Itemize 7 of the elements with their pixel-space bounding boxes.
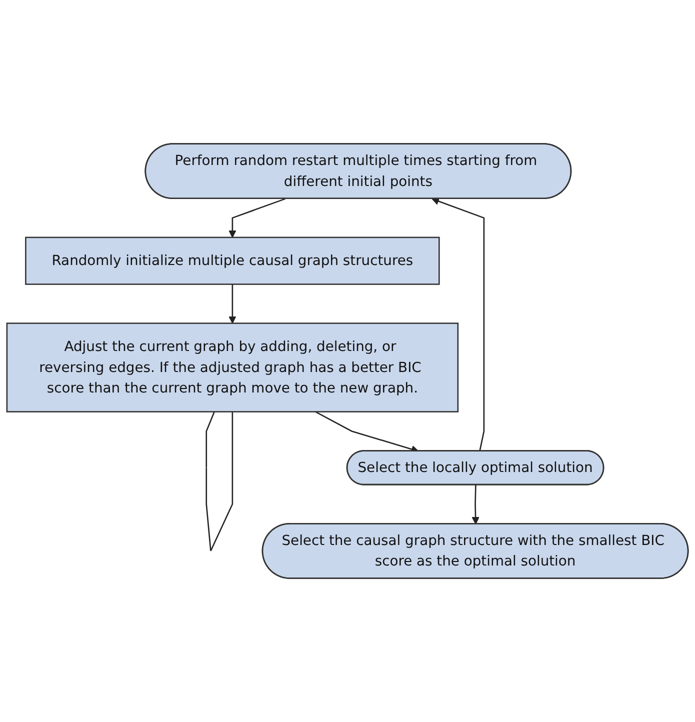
node-box: Randomly initialize multiple causal graph structures bbox=[25, 236, 440, 285]
arrow bbox=[432, 198, 485, 452]
node-box: Adjust the current graph by adding, deleting, or reversing edges. If the adjusted graph has a better BIC score than the current graph move to the new graph. bbox=[6, 322, 459, 412]
arrow bbox=[472, 485, 480, 524]
arrow bbox=[228, 284, 236, 324]
connector bbox=[206, 412, 234, 552]
arrow bbox=[228, 198, 286, 238]
